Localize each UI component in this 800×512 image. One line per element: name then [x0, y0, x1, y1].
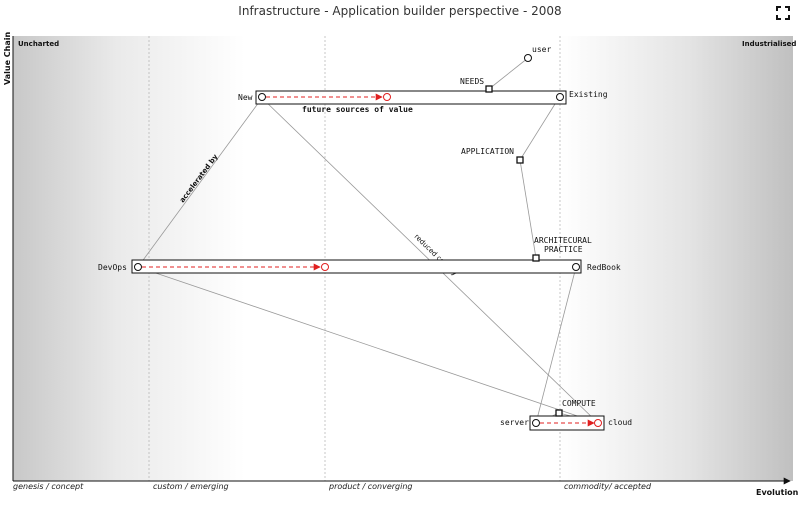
industrialised-label: Industrialised	[742, 40, 796, 48]
y-axis-label: Value Chain	[3, 31, 12, 85]
pipeline-compute[interactable]	[529, 415, 605, 431]
pipeline-needs[interactable]	[255, 90, 567, 105]
label-cloud: cloud	[608, 418, 632, 427]
label-future: future sources of value	[302, 105, 413, 114]
component-new[interactable]	[258, 93, 266, 101]
component-devops[interactable]	[134, 263, 142, 271]
industrialised-region	[560, 36, 793, 481]
label-architectural-2: PRACTICE	[544, 245, 583, 254]
label-architectural-1: ARCHITECURAL	[534, 236, 592, 245]
label-devops: DevOps	[98, 263, 127, 272]
label-existing: Existing	[569, 90, 608, 99]
label-redbook: RedBook	[587, 263, 621, 272]
label-user: user	[532, 45, 551, 54]
component-architectural-practice[interactable]	[532, 254, 540, 262]
component-needs[interactable]	[485, 85, 493, 93]
uncharted-label: Uncharted	[18, 40, 59, 48]
link-redbook-server	[535, 266, 577, 424]
link-application-architectural	[519, 159, 537, 259]
uncharted-region	[13, 36, 245, 481]
pipeline-architectural-practice[interactable]	[131, 259, 582, 274]
stage-commodity: commodity/ accepted	[564, 482, 652, 491]
component-future-sources[interactable]	[383, 93, 391, 101]
component-application[interactable]	[516, 156, 524, 164]
label-server: server	[500, 418, 529, 427]
component-redbook[interactable]	[572, 263, 580, 271]
x-axis-label: Evolution	[756, 488, 799, 497]
component-user[interactable]	[524, 54, 532, 62]
component-compute[interactable]	[555, 409, 563, 417]
link-new-devops	[137, 97, 263, 268]
stage-genesis: genesis / concept	[13, 482, 84, 491]
component-server[interactable]	[532, 419, 540, 427]
link-existing-application	[519, 103, 556, 161]
label-compute: COMPUTE	[562, 399, 596, 408]
label-application: APPLICATION	[461, 147, 514, 156]
component-existing[interactable]	[556, 93, 564, 101]
component-cloud[interactable]	[594, 419, 602, 427]
label-needs: NEEDS	[460, 77, 484, 86]
link-devops-cloud	[137, 266, 599, 424]
label-new: New	[238, 93, 253, 102]
fullscreen-icon[interactable]	[776, 6, 790, 20]
stage-custom: custom / emerging	[153, 482, 229, 491]
component-devops-evolved[interactable]	[321, 263, 329, 271]
stage-product: product / converging	[328, 482, 412, 491]
link-user-needs	[488, 57, 529, 90]
page-title: Infrastructure - Application builder per…	[238, 4, 562, 18]
